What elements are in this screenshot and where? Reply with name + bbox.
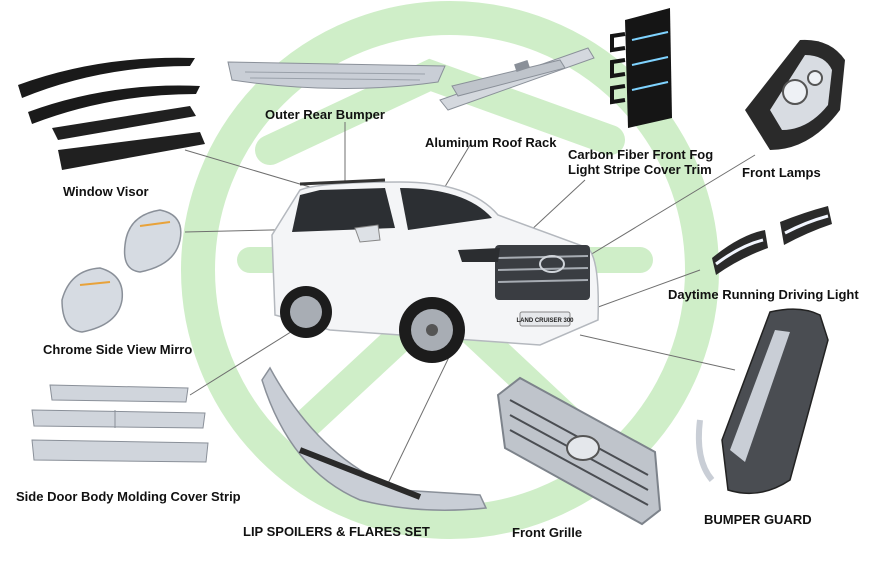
lip-spoilers-image <box>261 366 488 511</box>
label-bumper-guard: BUMPER GUARD <box>704 512 812 527</box>
suv-car-image: LAND CRUISER 300 <box>271 178 600 363</box>
label-outer-rear-bumper: Outer Rear Bumper <box>265 107 385 122</box>
label-daytime-running-light: Daytime Running Driving Light <box>668 287 859 302</box>
car-badge-text: LAND CRUISER 300 <box>516 318 574 324</box>
label-front-lamps: Front Lamps <box>742 165 821 180</box>
watermark-ring <box>181 1 719 539</box>
bumper-guard-image <box>695 308 829 495</box>
label-side-door-molding: Side Door Body Molding Cover Strip <box>16 489 241 504</box>
label-carbon-fiber-fog-trim: Carbon Fiber Front Fog Light Stripe Cove… <box>568 147 714 177</box>
window-visor-image <box>18 57 205 170</box>
side-door-molding-image <box>31 384 209 463</box>
chrome-mirror-image <box>61 209 182 333</box>
carbon-fog-trim-image <box>610 8 672 128</box>
outer-rear-bumper-image <box>227 61 446 90</box>
front-lamps-image <box>745 39 845 151</box>
car-plate <box>519 311 571 327</box>
label-lip-spoilers: LIP SPOILERS & FLARES SET <box>243 524 430 539</box>
car-grille <box>495 245 590 300</box>
daytime-running-light-image <box>712 206 832 275</box>
label-aluminum-roof-rack: Aluminum Roof Rack <box>425 135 557 150</box>
aluminum-roof-rack-image <box>439 47 595 111</box>
label-front-grille: Front Grille <box>512 525 583 540</box>
label-chrome-side-mirror: Chrome Side View Mirro <box>43 342 193 357</box>
front-grille-image <box>496 376 662 526</box>
label-window-visor: Window Visor <box>63 184 149 199</box>
